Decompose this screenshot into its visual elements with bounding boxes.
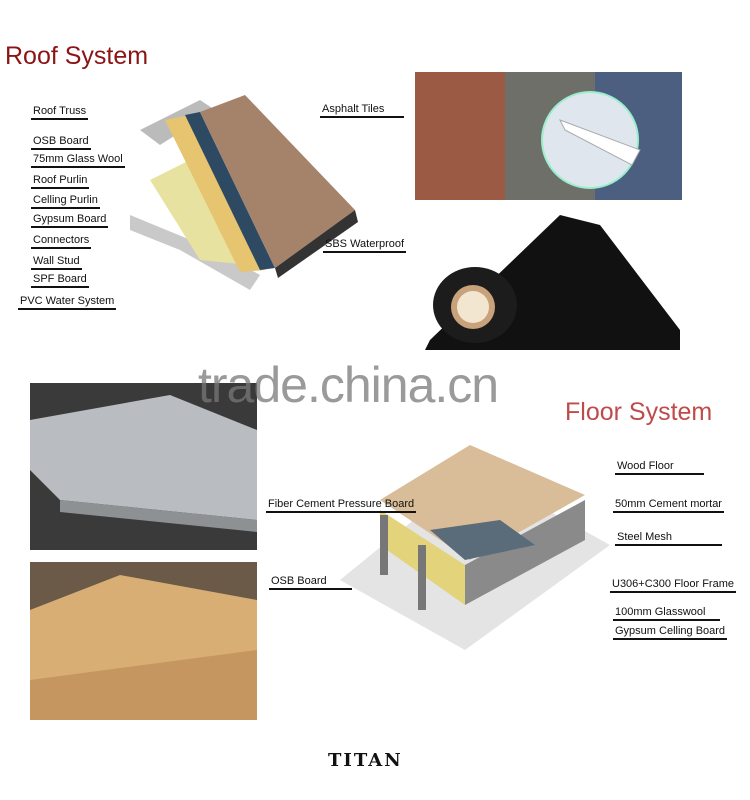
roof-diagram	[130, 95, 358, 290]
label-wood-floor: Wood Floor	[615, 460, 704, 475]
label-celling-purlin: Celling Purlin	[31, 194, 100, 209]
sbs-membrane-photo	[425, 215, 680, 350]
label-glass-wool: 75mm Glass Wool	[31, 153, 125, 168]
titan-logo: TITAN	[328, 750, 403, 771]
label-roof-purlin: Roof Purlin	[31, 174, 90, 189]
label-sbs-waterproof: SBS Waterproof	[323, 238, 407, 253]
label-osb-board: OSB Board	[31, 135, 91, 150]
label-floor-frame: U306+C300 Floor Frame	[610, 578, 736, 593]
osb-stack-photo	[30, 562, 257, 720]
label-asphalt-tiles: Asphalt Tiles	[320, 103, 405, 118]
label-cement-mortar: 50mm Cement mortar	[613, 498, 724, 513]
label-pvc-water-system: PVC Water System	[18, 295, 117, 310]
label-roof-truss: Roof Truss	[31, 105, 89, 120]
label-gypsum-board: Gypsum Board	[31, 213, 109, 228]
asphalt-tiles-photo	[415, 72, 682, 200]
roof-system-title: Roof System	[5, 42, 149, 70]
label-floor-osb-board: OSB Board	[269, 575, 352, 590]
floor-system-title: Floor System	[565, 398, 713, 426]
label-fiber-cement-board: Fiber Cement Pressure Board	[266, 498, 417, 513]
watermark: trade.china.cn	[198, 357, 499, 413]
label-spf-board: SPF Board	[31, 273, 89, 288]
cement-board-photo	[30, 383, 257, 550]
label-gypsum-celling-board: Gypsum Celling Board	[613, 625, 728, 640]
label-connectors: Connectors	[31, 234, 92, 249]
label-glasswool: 100mm Glasswool	[613, 606, 721, 621]
label-wall-stud: Wall Stud	[31, 255, 82, 270]
label-steel-mesh: Steel Mesh	[615, 531, 723, 546]
floor-diagram	[340, 445, 610, 650]
